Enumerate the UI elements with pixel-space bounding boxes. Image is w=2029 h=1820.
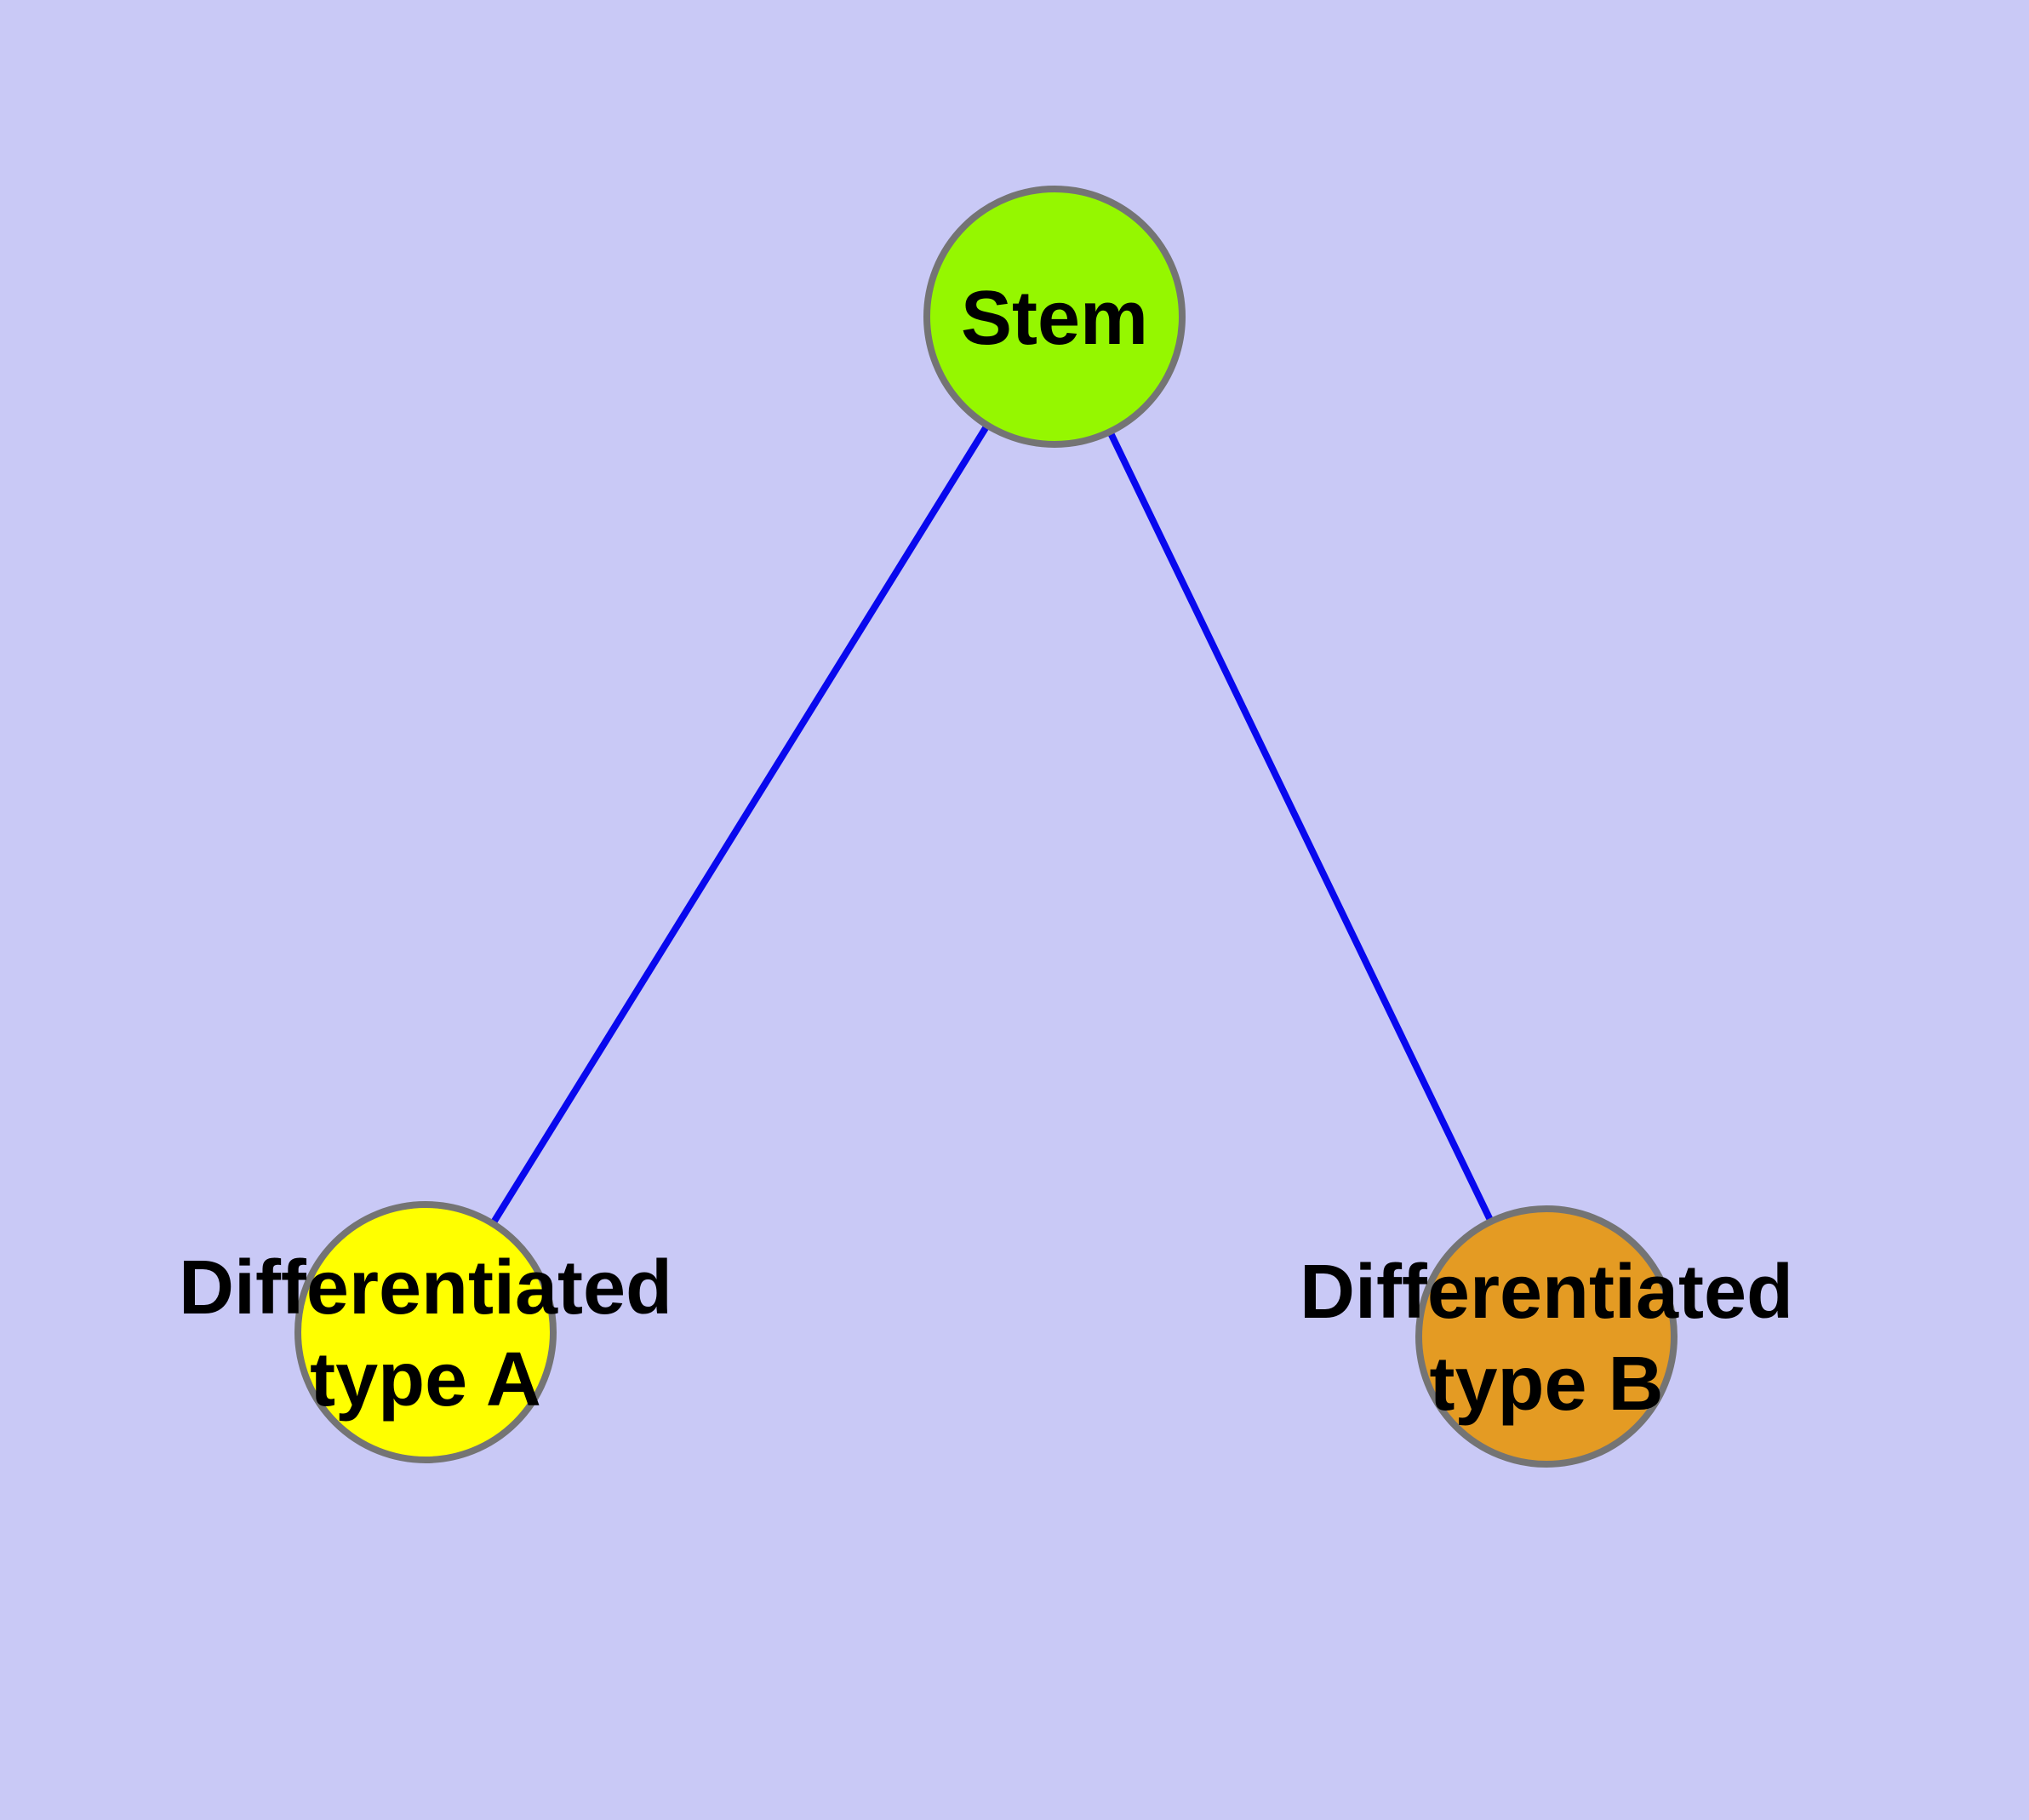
node-stem-label: Stem — [961, 276, 1148, 361]
edge-stem-to-diff-b — [1051, 315, 1550, 1338]
node-diff-b-label-line-2: type B — [1429, 1342, 1663, 1427]
node-diff-b-circle — [1415, 1205, 1677, 1468]
node-diff-b-label-line-1: Differentiated — [1300, 1250, 1793, 1335]
node-stem-label-line-1: Stem — [961, 276, 1148, 361]
node-stem-circle — [923, 186, 1186, 448]
edge-stem-to-diff-a — [422, 314, 1058, 1335]
node-diff-a-label-line-1: Differentiated — [179, 1245, 672, 1331]
node-diff-a-circle — [294, 1201, 557, 1463]
node-diff-a-label-line-2: type A — [310, 1337, 541, 1422]
